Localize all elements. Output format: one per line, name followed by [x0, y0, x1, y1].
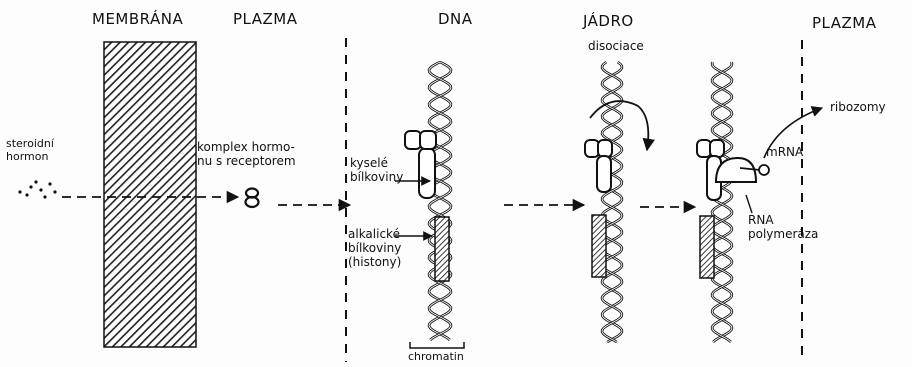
heading-plasma-left: PLAZMA: [233, 10, 298, 28]
dna-helix-chromatin: [429, 62, 451, 340]
hormone-receptor-complex-symbol: [246, 189, 259, 208]
dna-helix-transcription: [712, 62, 732, 342]
histone-block-1: [435, 217, 449, 281]
label-dissociation: disociace: [588, 39, 644, 53]
label-steroid-hormone: steroidní hormon: [6, 137, 54, 163]
acidic-protein-receptor: [405, 131, 436, 198]
dissociating-receptor: [585, 140, 612, 192]
heading-membrane: MEMBRÁNA: [92, 10, 183, 28]
label-ribosomes: ribozomy: [830, 100, 886, 114]
label-hormone-receptor-complex: komplex hormo- nu s receptorem: [197, 140, 296, 168]
histone-block-2: [592, 215, 606, 277]
membrane-block: [104, 42, 196, 347]
heading-dna: DNA: [438, 10, 473, 28]
label-mrna: mRNA: [766, 145, 803, 159]
rna-polymerase-shape: [716, 158, 756, 182]
heading-nucleus: JÁDRO: [583, 12, 634, 30]
label-alkaline-proteins: alkalické bílkoviny (histony): [348, 227, 401, 269]
pointer-rna-polymerase: [746, 195, 752, 213]
chromatin-bracket: [410, 342, 464, 348]
heading-plasma-right: PLAZMA: [812, 14, 877, 32]
label-rna-polymerase: RNA polymeráza: [748, 213, 818, 241]
histone-block-3: [700, 216, 714, 278]
steroid-hormone-molecules: [18, 180, 56, 198]
label-acidic-proteins: kyselé bílkoviny: [350, 156, 403, 184]
label-chromatin: chromatin: [408, 350, 464, 363]
